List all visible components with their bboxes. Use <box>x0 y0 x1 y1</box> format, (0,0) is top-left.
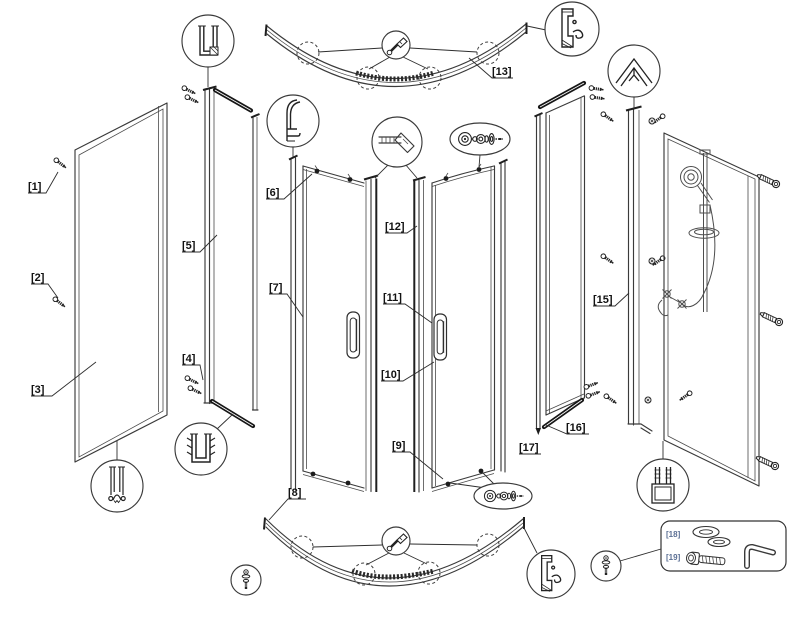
screw-icon <box>598 109 617 125</box>
callout-details <box>90 1 690 599</box>
h-connector-profile-callout <box>636 458 690 512</box>
door-handle-right <box>433 313 448 361</box>
part-labels: [1] [2] [3] [4] [5] [6] [7] [8] [9] [10]… <box>28 66 613 499</box>
soap-dish <box>688 227 720 239</box>
hook-bracket-callout <box>544 1 600 57</box>
part-label-16: [16] <box>566 422 586 434</box>
top-curved-rail <box>264 22 528 90</box>
guide-bracket-icon <box>378 132 415 154</box>
left-panel-screws <box>50 155 69 311</box>
part-label-3: [3] <box>31 384 45 396</box>
curved-door-right <box>431 158 508 492</box>
rail-grip-section <box>351 568 435 580</box>
part-label-2: [2] <box>31 272 45 284</box>
part-label-6: [6] <box>266 187 280 199</box>
hex-bolt-icon <box>685 551 726 566</box>
screw-icon <box>758 309 785 328</box>
part-label-8: [8] <box>288 487 302 499</box>
fixing-position-marker <box>296 41 320 65</box>
washer-screw-callout <box>590 550 622 582</box>
hook-bracket-callout <box>526 549 576 599</box>
screw-icon <box>581 379 601 392</box>
hardware-box: [18] [19] <box>660 520 787 572</box>
part-label-11: [11] <box>383 292 402 304</box>
bottom-track-profile-callout <box>90 459 144 513</box>
part-label-19: [19] <box>666 553 681 562</box>
screw-icon <box>583 388 603 401</box>
bottom-curved-rail <box>263 517 525 587</box>
part-label-12: [12] <box>385 221 405 233</box>
label-leaders <box>28 57 630 521</box>
fixing-position-marker <box>417 561 441 585</box>
washer-screw-callout <box>230 564 262 596</box>
shower-hose <box>680 204 716 308</box>
part-label-13: [13] <box>492 66 512 78</box>
part-label-5: [5] <box>182 240 196 252</box>
shower-head-icon <box>680 166 702 188</box>
screw-icon <box>601 391 620 407</box>
mixer-tap <box>657 289 687 317</box>
washers-icon <box>692 525 731 548</box>
part-label-7: [7] <box>269 282 283 294</box>
screw-icon <box>676 388 695 404</box>
curved-door-left <box>288 154 379 493</box>
right-panel-assembly <box>534 80 607 435</box>
part-label-4: [4] <box>182 353 196 365</box>
part-label-1: [1] <box>28 181 42 193</box>
fixing-position-marker <box>352 562 376 586</box>
u-channel-profile-callout <box>181 14 235 68</box>
screw-icon <box>182 373 201 388</box>
part-label-17: [17] <box>519 442 539 454</box>
u-gasket-callout <box>174 422 228 476</box>
rail-grip-section <box>355 70 435 82</box>
screw-icon <box>185 383 204 398</box>
left-glass-panel <box>74 102 168 463</box>
slider-bracket <box>699 204 711 214</box>
screw-icon <box>50 294 68 311</box>
screw-icon <box>587 83 606 94</box>
part-label-15: [15] <box>593 294 613 306</box>
screw-head-icon <box>648 257 656 265</box>
center-magnet-strip <box>412 176 426 493</box>
part-label-18: [18] <box>666 530 681 539</box>
roller-assembly-callout <box>449 122 511 156</box>
shower-wall-panel <box>644 117 785 487</box>
screw-icon <box>179 83 198 98</box>
corner-post <box>598 105 695 435</box>
screw-head-icon <box>644 396 652 404</box>
wall-profile-callout <box>266 94 320 148</box>
allen-key-icon <box>744 543 776 569</box>
screw-icon <box>51 155 69 172</box>
shower-fittings <box>657 149 720 317</box>
part-label-9: [9] <box>392 440 406 452</box>
fixing-position-marker <box>476 41 500 65</box>
wall-profile-column <box>179 83 260 429</box>
part-label-10: [10] <box>381 369 401 381</box>
door-handle-left <box>346 311 361 359</box>
fixing-position-marker <box>418 66 442 90</box>
screw-icon <box>588 92 607 103</box>
screw-icon <box>598 251 617 267</box>
screw-icon <box>755 171 782 190</box>
screw-icon <box>182 92 201 107</box>
roller-assembly-callout <box>473 482 533 510</box>
fixing-position-marker <box>356 66 380 90</box>
screw-head-icon <box>648 117 656 125</box>
